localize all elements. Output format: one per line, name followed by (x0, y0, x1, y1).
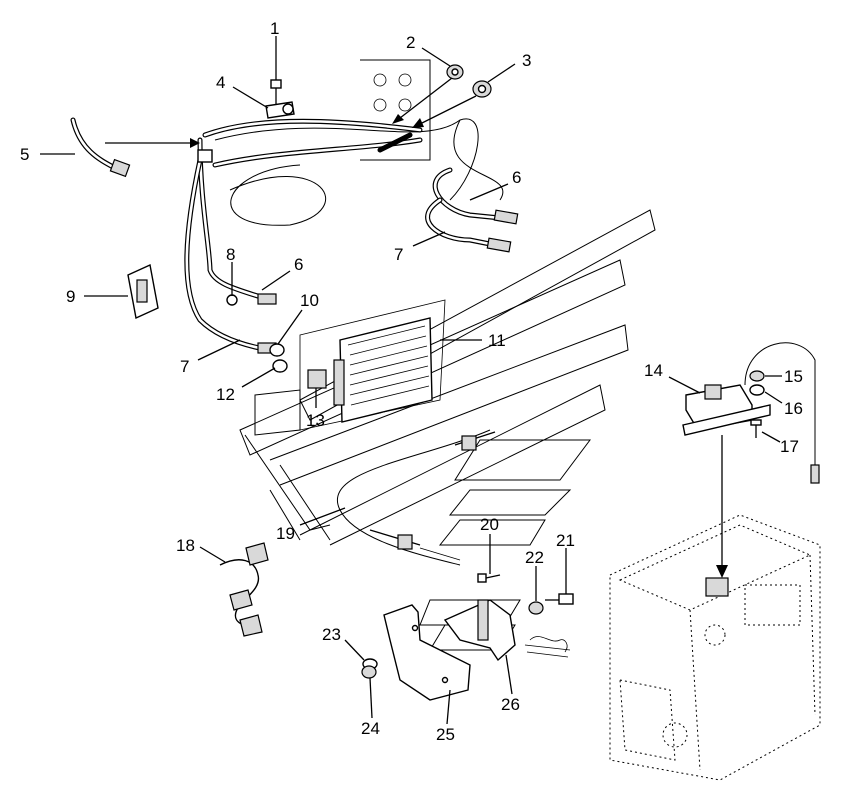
callout-6-upper: 6 (512, 168, 521, 187)
callout-12: 12 (216, 385, 235, 404)
callout-5: 5 (20, 145, 29, 164)
callout-7-lower: 7 (180, 357, 189, 376)
callout-24: 24 (361, 719, 380, 738)
part-14-solenoid (682, 384, 771, 436)
callout-2: 2 (406, 33, 415, 52)
callout-18: 18 (176, 536, 195, 555)
callout-21: 21 (556, 531, 575, 550)
part-8-clamp (226, 294, 238, 306)
part-15-nut (749, 370, 765, 382)
part-26-lever-bracket (443, 599, 571, 662)
part-12-oring (272, 359, 288, 373)
callout-8: 8 (226, 245, 235, 264)
part-18-hose-clip (219, 542, 269, 637)
callout-20: 20 (480, 515, 499, 534)
heater-hoses (184, 118, 519, 354)
callout-17: 17 (780, 437, 799, 456)
callout-6-lower: 6 (294, 255, 303, 274)
leader-lines (40, 36, 783, 725)
callout-15: 15 (784, 367, 803, 386)
part-25-bracket (383, 604, 471, 701)
part-4-clamp (265, 101, 295, 119)
part-22-nut (528, 601, 544, 615)
part-21-bolt (545, 593, 574, 605)
engine-housing (609, 435, 821, 781)
part-13-valve (307, 369, 327, 389)
part-20-screw (477, 573, 501, 583)
callout-23: 23 (322, 625, 341, 644)
part-16-washer (749, 384, 765, 396)
part-19-control-cable (337, 429, 496, 566)
solenoid-cable (744, 342, 820, 484)
callout-16: 16 (784, 399, 803, 418)
callout-19: 19 (276, 524, 295, 543)
callout-13: 13 (306, 411, 325, 430)
callout-4: 4 (216, 73, 225, 92)
part-17-screw (750, 419, 762, 438)
part-10-oring (269, 343, 285, 357)
part-2-grommet (446, 64, 464, 80)
callout-11: 11 (488, 331, 506, 350)
part-5-hose-section (70, 117, 200, 178)
callout-22: 22 (525, 548, 544, 567)
callout-3: 3 (522, 51, 531, 70)
part-24-nut (361, 665, 377, 679)
callout-1: 1 (270, 19, 279, 38)
part-3-grommet (472, 80, 492, 98)
callout-25: 25 (436, 725, 455, 744)
callout-14: 14 (644, 361, 663, 380)
part-9-switch (127, 263, 159, 320)
callout-10: 10 (300, 291, 319, 310)
callout-7-upper: 7 (394, 245, 403, 264)
callout-labels: 1 2 3 4 5 6 6 7 7 8 9 10 11 12 13 14 15 … (20, 19, 803, 744)
callout-9: 9 (66, 287, 75, 306)
part-1-bolt (270, 79, 282, 104)
callout-26: 26 (501, 695, 520, 714)
part-11-heater-core (299, 299, 446, 431)
